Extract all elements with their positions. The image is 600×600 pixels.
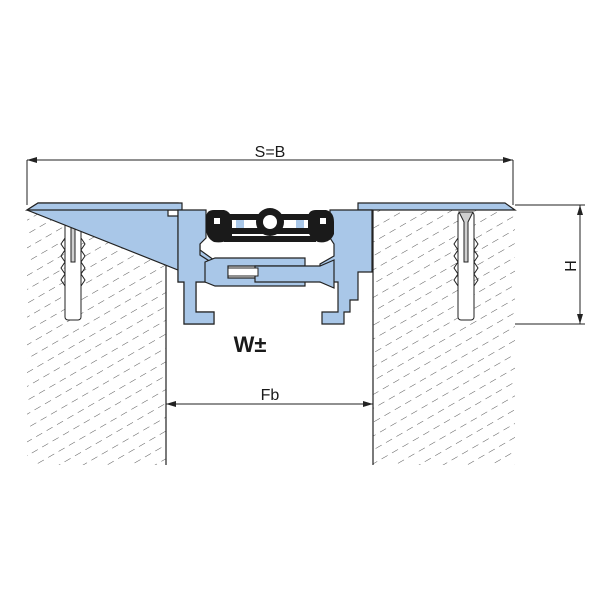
right-body: [319, 209, 373, 325]
gap-label: Fb: [261, 387, 280, 404]
height-dimension: [515, 204, 585, 325]
movement-label: W±: [234, 332, 267, 357]
right-substrate: [372, 210, 515, 465]
right-anchor: [453, 211, 479, 321]
right-flange: [357, 202, 517, 211]
left-flange: [24, 202, 183, 211]
left-body: [177, 209, 215, 325]
span-dimension: [26, 157, 514, 205]
elastomer-insert: [206, 208, 334, 243]
span-label: S=B: [255, 144, 286, 161]
central-slide-rail: [204, 257, 335, 289]
height-label: H: [563, 260, 580, 272]
gap-dimension: [166, 401, 373, 407]
